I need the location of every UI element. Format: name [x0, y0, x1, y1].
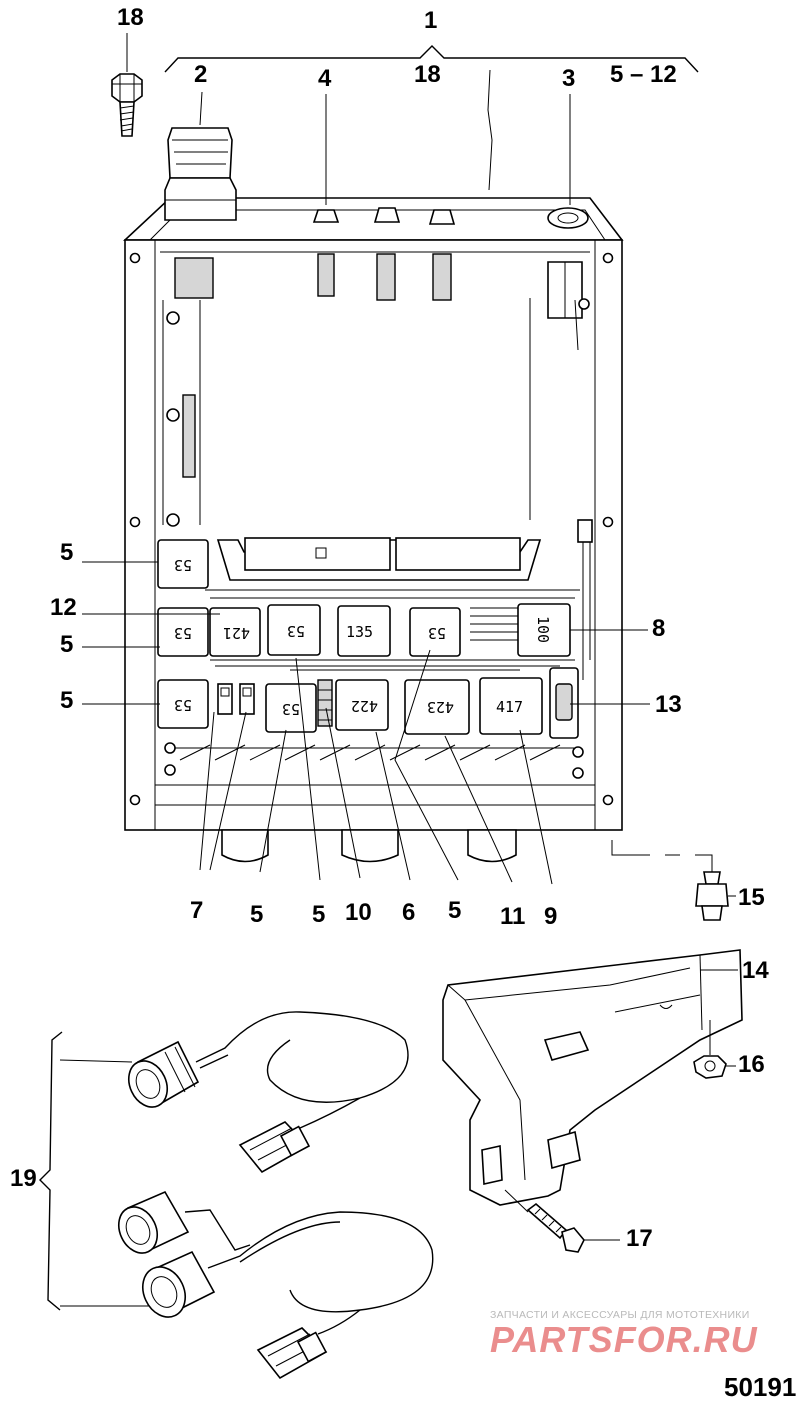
relay-53-top: 53 [157, 539, 209, 589]
relay-135: 135 [337, 605, 391, 657]
relay-label: 421 [223, 624, 250, 642]
relay-421: 421 [209, 607, 261, 657]
callout-1: 1 [424, 7, 437, 34]
relay-label: 422 [351, 697, 378, 715]
callout-18-bolt: 18 [117, 4, 144, 31]
relay-label: 423 [427, 698, 454, 716]
callout-1-sub-18: 18 [414, 61, 441, 88]
bracket-14: 14 [442, 949, 769, 1206]
electrical-box-top: 2 4 3 [122, 61, 624, 241]
assembly-bracket-1: 1 18 5 – 12 [164, 7, 699, 191]
relay-422: 422 [335, 679, 389, 731]
bolt-18: 18 [111, 4, 144, 137]
callout-5: 5 [60, 539, 73, 566]
relay-423: 423 [404, 679, 470, 735]
callout-8: 8 [652, 615, 665, 642]
relay-label: 135 [346, 623, 373, 641]
bottom-callouts: 7 5 5 10 6 5 11 9 [190, 649, 557, 930]
relay-label: 53 [174, 556, 192, 574]
relay-53-left-low: 53 [157, 679, 209, 729]
relay-53-right: 53 [409, 607, 461, 657]
callout-11: 11 [500, 903, 525, 930]
harness-19: 19 [10, 1011, 434, 1380]
breaker-bar [205, 537, 580, 599]
callout-1-sub-5-12: 5 – 12 [610, 61, 677, 88]
relay-53-left-mid: 53 [157, 607, 209, 657]
relay-417: 417 [479, 677, 543, 735]
fuse-pair-7 [217, 683, 255, 715]
callout-12: 12 [50, 594, 77, 621]
watermark-logo: PARTSFOR.RU [490, 1319, 758, 1360]
relay-100: 100 [470, 603, 571, 657]
callout-5: 5 [448, 897, 461, 924]
bottom-grommets [221, 829, 517, 863]
relay-label: 53 [287, 622, 305, 640]
callout-10: 10 [345, 899, 372, 926]
watermark-subtitle: ЗАПЧАСТИ И АКСЕССУАРЫ ДЛЯ МОТОТЕХНИКИ [490, 1309, 750, 1321]
bolt-17: 17 [504, 1189, 653, 1253]
harness-a [127, 1011, 409, 1174]
callout-9: 9 [544, 903, 557, 930]
callout-5: 5 [60, 631, 73, 658]
callout-19: 19 [10, 1165, 37, 1192]
callout-15: 15 [738, 884, 765, 911]
internal-wiring [164, 659, 584, 779]
callout-5: 5 [312, 901, 325, 928]
callout-7: 7 [190, 897, 203, 924]
callout-5: 5 [250, 901, 263, 928]
callout-5: 5 [60, 687, 73, 714]
callout-2: 2 [194, 61, 207, 88]
callout-16: 16 [738, 1051, 765, 1078]
relay-label: 53 [174, 696, 192, 714]
callout-14: 14 [742, 957, 769, 984]
left-callouts: 5 12 5 5 [50, 539, 220, 714]
electrical-box-body [124, 239, 623, 831]
relay-53-mid: 53 [267, 604, 321, 656]
callout-4: 4 [318, 65, 332, 92]
watermark: ЗАПЧАСТИ И АКСЕССУАРЫ ДЛЯ МОТОТЕХНИКИ PA… [490, 1309, 758, 1360]
terminal-strip-10 [317, 679, 333, 727]
relay-label: 53 [282, 700, 300, 718]
callout-6: 6 [402, 899, 415, 926]
harness-b [117, 1190, 434, 1380]
relay-label: 417 [496, 698, 523, 716]
sensor-15: 15 [611, 840, 765, 921]
relay-label: 53 [428, 624, 446, 642]
nut-16: 16 [693, 1020, 765, 1079]
right-callouts: 8 13 [570, 615, 682, 718]
figure-number: 50191 [724, 1372, 796, 1402]
fuse-holder-13 [549, 667, 579, 739]
relay-label: 100 [534, 616, 552, 643]
relay-label: 53 [174, 624, 192, 642]
callout-3: 3 [562, 65, 575, 92]
callout-13: 13 [655, 691, 682, 718]
callout-17: 17 [626, 1225, 653, 1252]
relay-53-low: 53 [265, 683, 317, 733]
